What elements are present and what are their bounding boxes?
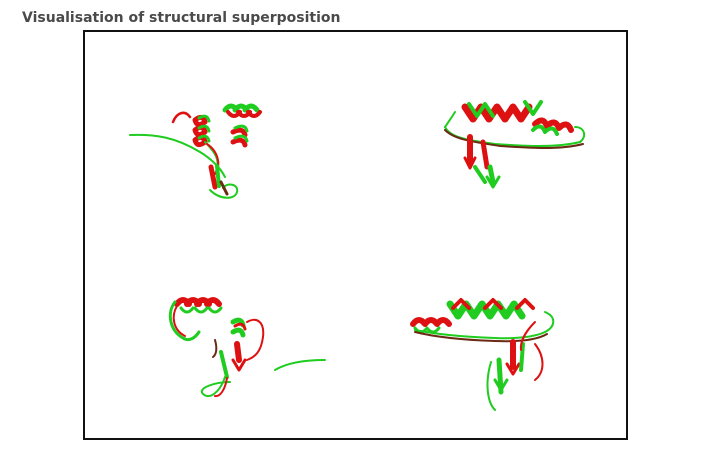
superposition-view-side[interactable] [415, 82, 615, 232]
superposition-view-front[interactable] [115, 82, 315, 232]
protein-ribbon-icon [129, 103, 262, 199]
superposition-view-back[interactable] [155, 282, 355, 432]
protein-ribbon-icon [444, 100, 586, 189]
page-title: Visualisation of structural superpositio… [22, 10, 341, 26]
protein-ribbon-icon [410, 298, 555, 411]
superposition-view-top[interactable] [395, 282, 595, 432]
protein-ribbon-icon [168, 297, 326, 398]
superposition-viewer[interactable] [83, 30, 628, 440]
